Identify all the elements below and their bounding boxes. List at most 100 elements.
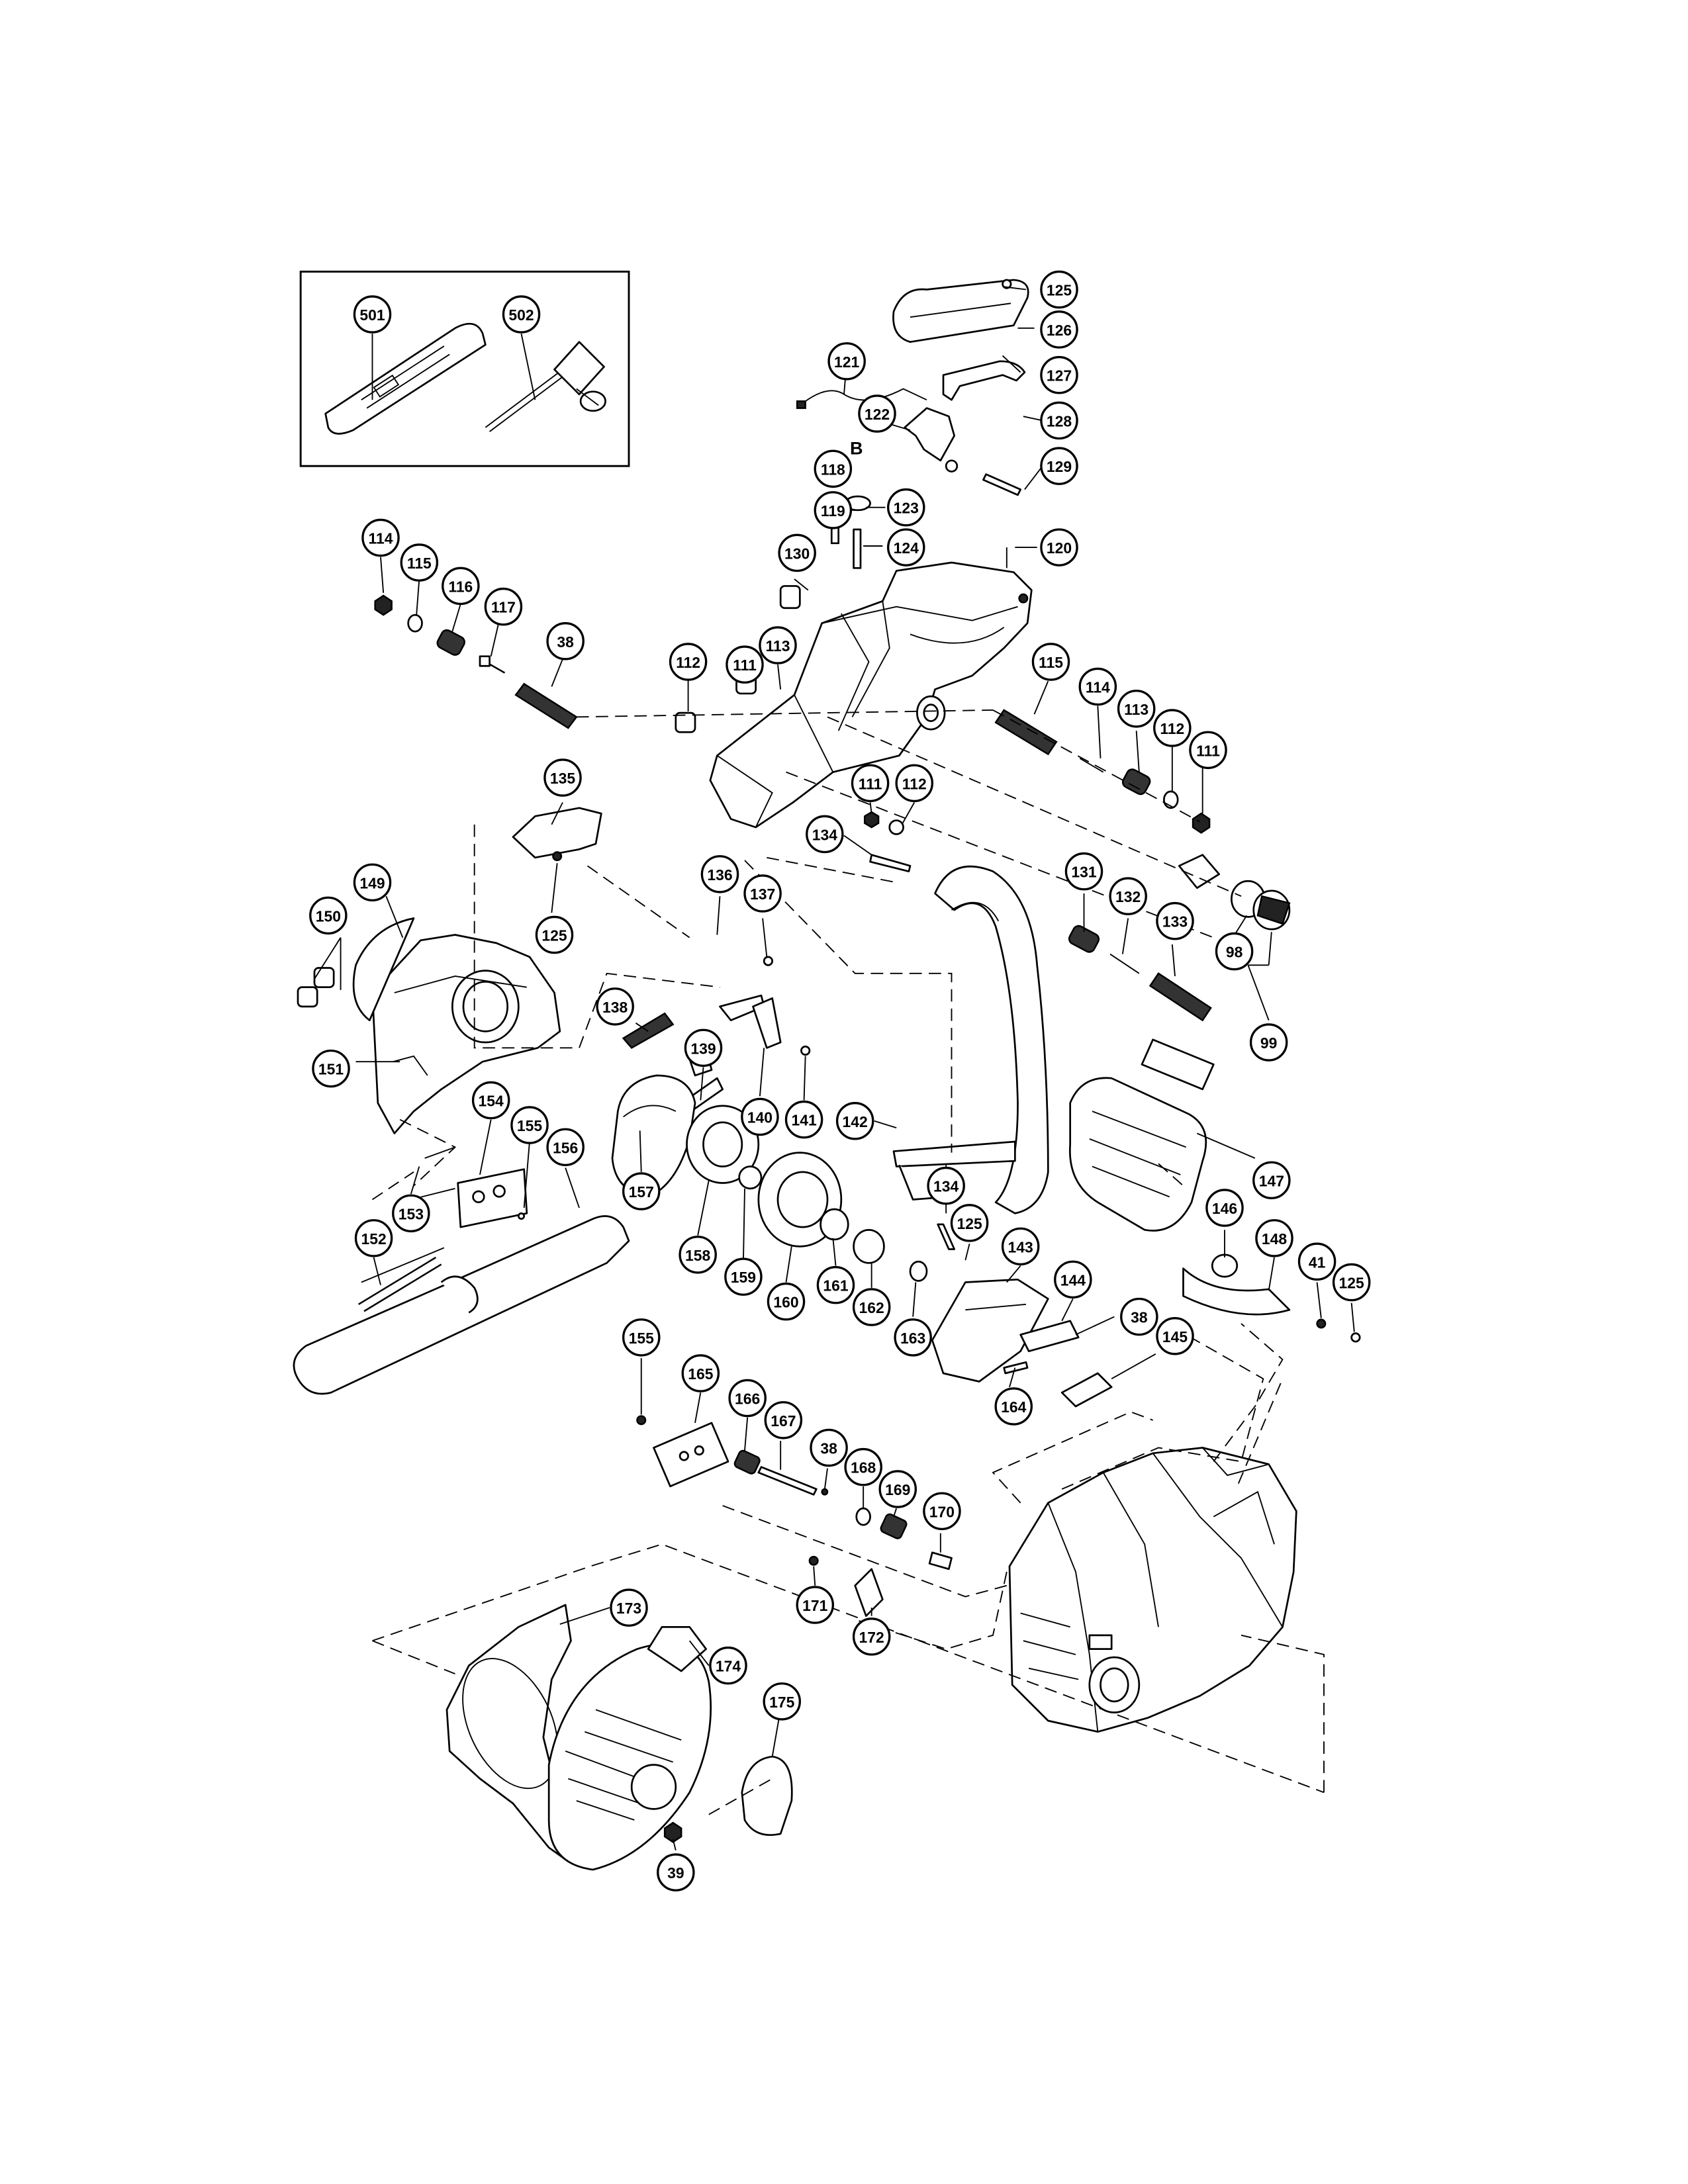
callout-number: 171 (802, 1597, 827, 1614)
callout-151: 151 (312, 1049, 350, 1088)
callout-129: 129 (1040, 447, 1078, 485)
callout-number: 168 (851, 1459, 876, 1477)
leader-lines (314, 286, 1355, 1851)
callout-133: 133 (1156, 901, 1194, 940)
callout-112: 112 (1153, 709, 1192, 747)
callout-number: 159 (731, 1269, 756, 1286)
callout-number: 153 (399, 1205, 424, 1222)
callout-circle (471, 1081, 510, 1120)
callout-number: 132 (1115, 888, 1141, 905)
callout-circle (312, 1049, 350, 1088)
callout-number: 123 (894, 500, 919, 517)
callout-number: 502 (508, 306, 534, 324)
callout-number: 158 (685, 1247, 710, 1264)
callout-number: 125 (541, 927, 567, 944)
callout-number: 146 (1212, 1200, 1237, 1217)
callout-circle (1040, 447, 1078, 485)
callout-38: 38 (1120, 1297, 1158, 1336)
callout-number: 139 (690, 1040, 716, 1057)
callout-circle (1249, 1023, 1288, 1062)
callout-number: 164 (1001, 1398, 1026, 1416)
callout-166: 166 (728, 1379, 767, 1418)
callout-127: 127 (1040, 355, 1078, 394)
callout-141: 141 (784, 1100, 823, 1139)
callout-number: 167 (771, 1412, 796, 1430)
callout-143: 143 (1001, 1227, 1040, 1266)
callout-134: 134 (927, 1166, 965, 1205)
callout-number: 112 (1160, 720, 1184, 737)
callout-98: 98 (1215, 932, 1254, 971)
callout-111: 111 (1189, 731, 1227, 770)
callout-circle (700, 855, 739, 893)
callout-145: 145 (1156, 1317, 1194, 1355)
callout-148: 148 (1255, 1219, 1293, 1257)
callout-number: 157 (629, 1183, 654, 1201)
callout-168: 168 (844, 1447, 882, 1486)
callout-circle (1252, 1161, 1291, 1200)
callout-174: 174 (709, 1646, 747, 1685)
bar-cover-drawing (324, 322, 487, 435)
callout-number: 170 (929, 1503, 955, 1520)
callout-circle (895, 764, 933, 803)
callout-number: 155 (517, 1117, 542, 1134)
callout-number: 161 (823, 1277, 848, 1295)
callout-circle (392, 1194, 430, 1233)
callout-149: 149 (353, 863, 392, 902)
callout-number: 148 (1262, 1230, 1287, 1248)
callout-139: 139 (684, 1028, 723, 1068)
callout-circle (1031, 643, 1070, 681)
callout-circle (1040, 528, 1078, 567)
callout-number: 145 (1162, 1328, 1188, 1345)
callout-126: 126 (1040, 310, 1078, 349)
callout-number: 141 (791, 1112, 816, 1129)
callout-119: 119 (814, 491, 853, 529)
callout-circle (844, 1447, 882, 1486)
callout-158: 158 (679, 1236, 717, 1274)
callout-136: 136 (700, 855, 739, 893)
reference-marker-b: B (850, 438, 863, 459)
callout-155: 155 (510, 1106, 549, 1144)
callout-number: 154 (479, 1093, 504, 1110)
callout-circle (546, 622, 585, 660)
callout-number: 115 (1039, 654, 1063, 671)
callout-153: 153 (392, 1194, 430, 1233)
callout-number: 119 (821, 502, 845, 520)
callout-circle (1205, 1189, 1244, 1227)
accessory-kit-box (299, 270, 630, 467)
callout-number: 144 (1060, 1271, 1086, 1289)
callout-number: 156 (553, 1139, 578, 1156)
callout-circle (816, 1265, 855, 1304)
callout-circle (858, 394, 896, 433)
callout-circle (887, 488, 925, 527)
callout-circle (400, 543, 439, 582)
callout-number: 149 (359, 874, 385, 891)
callout-number: 121 (834, 353, 859, 371)
callout-circle (852, 1288, 891, 1326)
callout-number: 124 (894, 539, 919, 557)
callout-number: 142 (843, 1113, 868, 1130)
callout-circle (353, 863, 392, 902)
callout-115: 115 (1031, 643, 1070, 681)
callout-number: 165 (688, 1365, 713, 1383)
callout-circle (510, 1106, 549, 1144)
callout-number: 131 (1071, 864, 1096, 881)
callout-41: 41 (1297, 1242, 1336, 1281)
callout-number: 136 (707, 866, 732, 884)
callout-circle (1153, 709, 1192, 747)
callout-number: 41 (1309, 1253, 1326, 1271)
callout-circle (709, 1646, 747, 1685)
callout-164: 164 (994, 1387, 1033, 1426)
callout-circle (1215, 932, 1254, 971)
callout-number: 130 (784, 545, 810, 562)
callout-number: 501 (359, 306, 385, 324)
oil-pump-drawing (931, 1278, 1113, 1408)
callout-157: 157 (622, 1172, 661, 1210)
callout-circle (923, 1492, 961, 1531)
callout-circle (309, 896, 348, 935)
callout-number: 117 (491, 599, 516, 616)
callout-163: 163 (894, 1318, 932, 1357)
adjuster-parts-drawing (636, 1415, 953, 1617)
callout-circle (484, 587, 523, 626)
callout-circle (1297, 1242, 1336, 1281)
